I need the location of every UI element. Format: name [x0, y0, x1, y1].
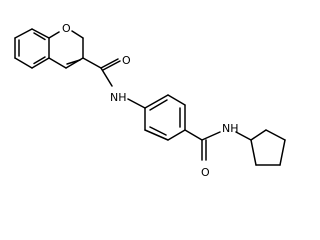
benzo-ring [14, 28, 50, 69]
ring-oxygen-label: O [62, 22, 71, 35]
structure-svg: O O NH O NH [14, 22, 286, 179]
phenylene-ring [127, 94, 186, 141]
molecule-diagram: O O NH O NH [14, 22, 286, 179]
amide-oxygen-top-label: O [122, 54, 131, 67]
amide-nh-right-label: NH [222, 122, 239, 135]
amide-linker-top [82, 57, 121, 87]
amide-linker-bottom [184, 129, 221, 161]
pyran-ring [48, 30, 84, 69]
amide-nh-left-label: NH [110, 91, 127, 104]
amide-oxygen-bottom-label: O [201, 166, 210, 179]
cyclopentyl-ring [235, 129, 286, 166]
